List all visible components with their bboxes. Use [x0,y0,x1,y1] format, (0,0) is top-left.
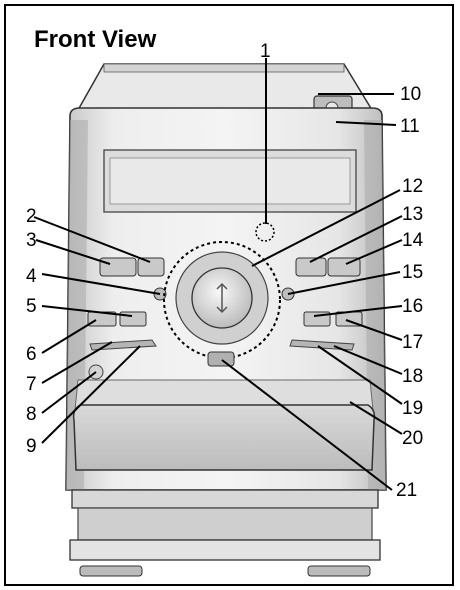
leader-lines [33,58,403,491]
callout-15: 15 [402,262,423,283]
callout-21: 21 [396,480,417,501]
callout-10: 10 [400,84,421,105]
callout-16: 16 [402,296,423,317]
diagram-title: Front View [34,26,157,53]
callout-13: 13 [402,204,423,225]
callout-12: 12 [402,176,423,197]
callout-17: 17 [402,332,423,353]
left-controls [87,257,167,380]
callout-1: 1 [260,41,271,62]
callout-18: 18 [402,366,423,387]
callout-14: 14 [402,230,424,251]
callout-20: 20 [402,428,423,449]
callout-4: 4 [26,266,37,287]
center-dial [163,241,281,367]
remote-sensor [255,222,275,242]
callout-19: 19 [402,398,423,419]
callout-5: 5 [26,296,37,317]
callout-2: 2 [26,206,37,227]
callout-6: 6 [26,344,37,365]
callout-7: 7 [26,374,37,395]
bottom-center-button [207,351,235,367]
callout-11: 11 [400,116,420,137]
callout-9: 9 [26,436,37,457]
lower-section [69,379,381,577]
callout-numbers: 1 2 3 4 5 6 7 8 9 10 11 12 13 14 15 16 1… [26,41,424,501]
callout-8: 8 [26,404,37,425]
callout-3: 3 [26,230,37,251]
